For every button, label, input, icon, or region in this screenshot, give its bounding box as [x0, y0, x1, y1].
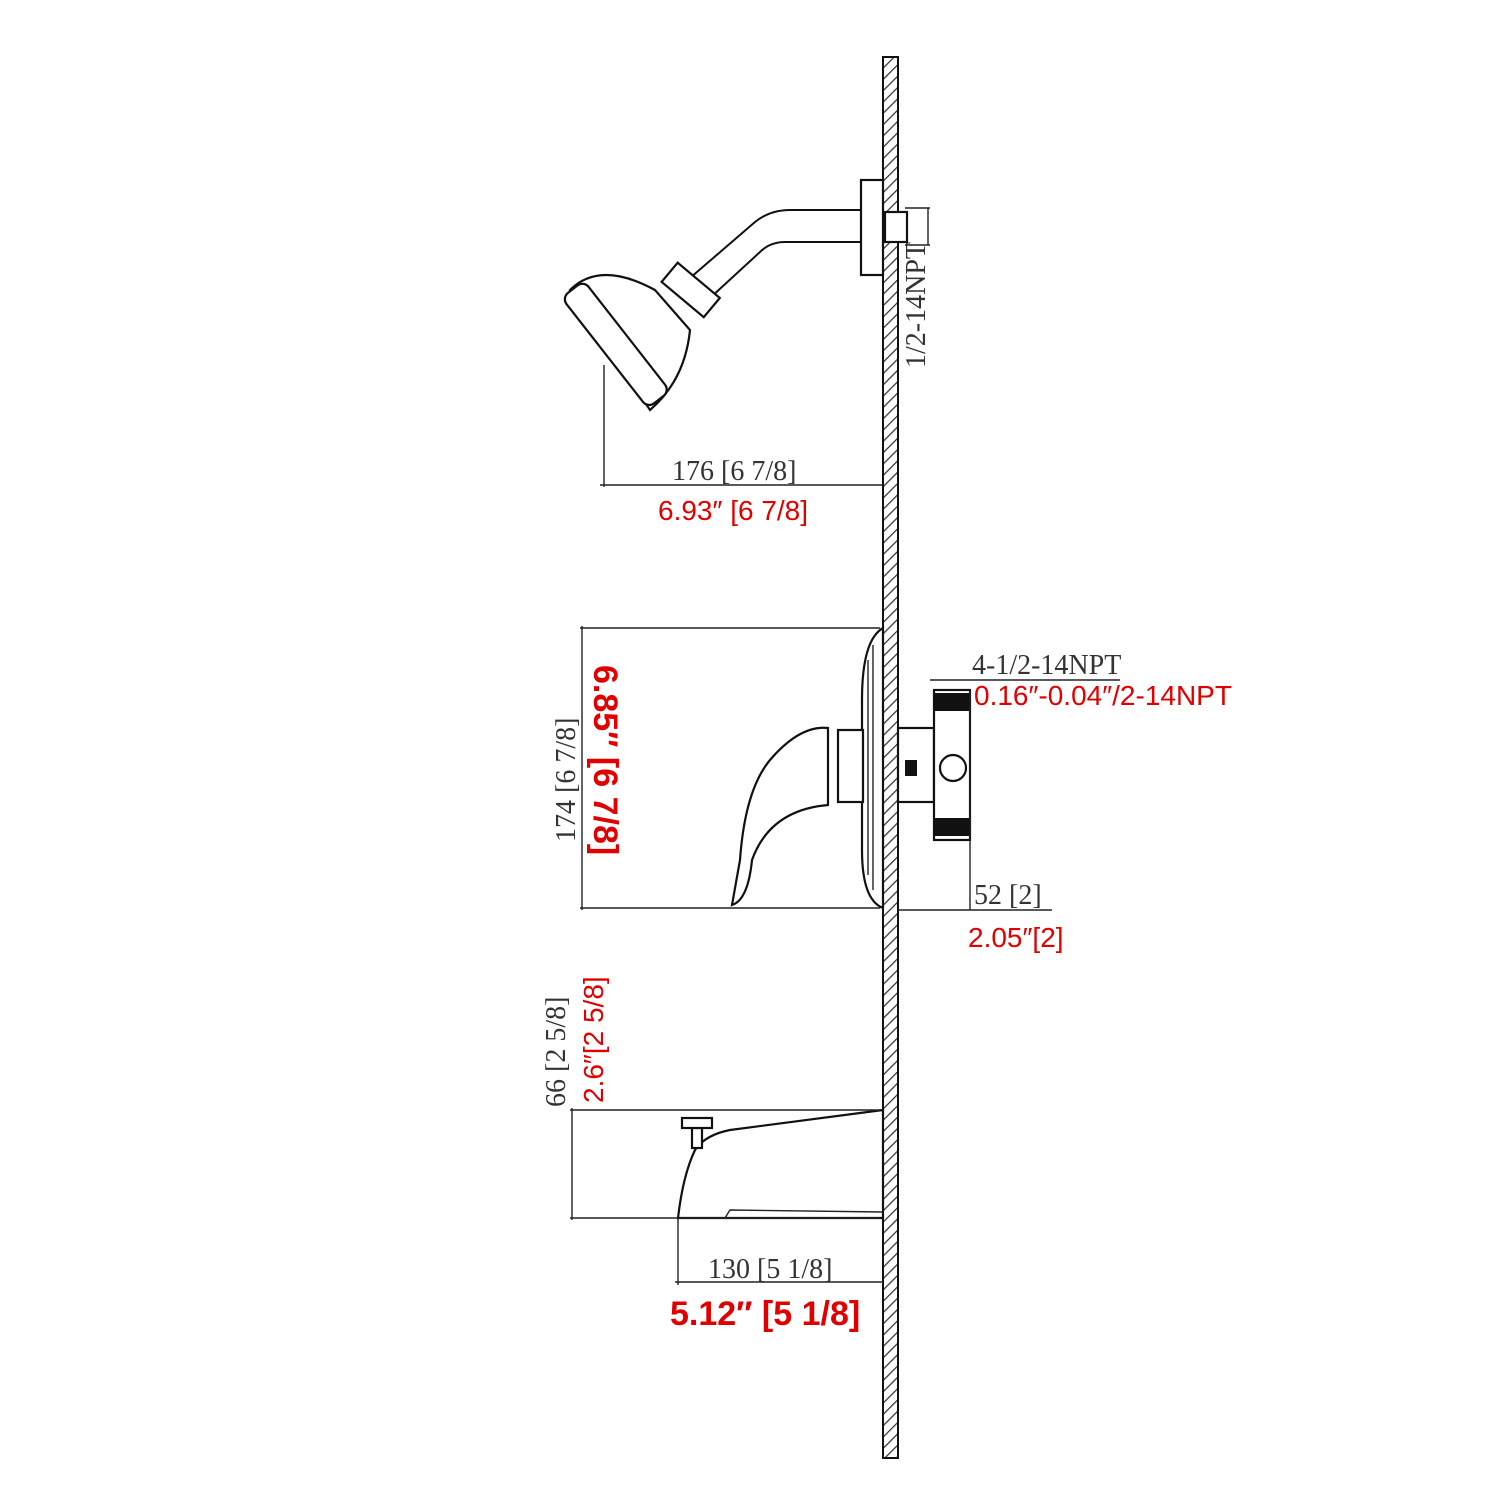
shower-projection-mm: 176 [6 7/8] — [672, 456, 796, 487]
valve-trim-drawing — [580, 626, 1120, 911]
wall-section — [882, 56, 899, 1459]
shower-thread-label: 1/2-14NPT — [901, 242, 932, 368]
valve-depth-mm: 52 [2] — [974, 880, 1042, 911]
valve-thread-label: 4-1/2-14NPT — [972, 650, 1121, 681]
spout-projection-in: 5.12″ [5 1/8] — [670, 1295, 860, 1333]
valve-depth-in: 2.05″[2] — [968, 922, 1064, 953]
valve-height-in: 6.85″ [6 7/8] — [586, 665, 624, 855]
spout-height-mm: 66 [2 5/8] — [541, 997, 572, 1107]
spout-projection-mm: 130 [5 1/8] — [708, 1254, 832, 1285]
valve-height-mm: 174 [6 7/8] — [551, 718, 582, 842]
tub-spout-drawing — [570, 1108, 885, 1285]
shower-projection-in: 6.93″ [6 7/8] — [658, 495, 808, 526]
spout-height-in: 2.6″[2 5/8] — [578, 976, 609, 1103]
valve-thread-label-in: 0.16″-0.04″/2-14NPT — [974, 680, 1232, 711]
shower-head-drawing — [563, 178, 930, 487]
